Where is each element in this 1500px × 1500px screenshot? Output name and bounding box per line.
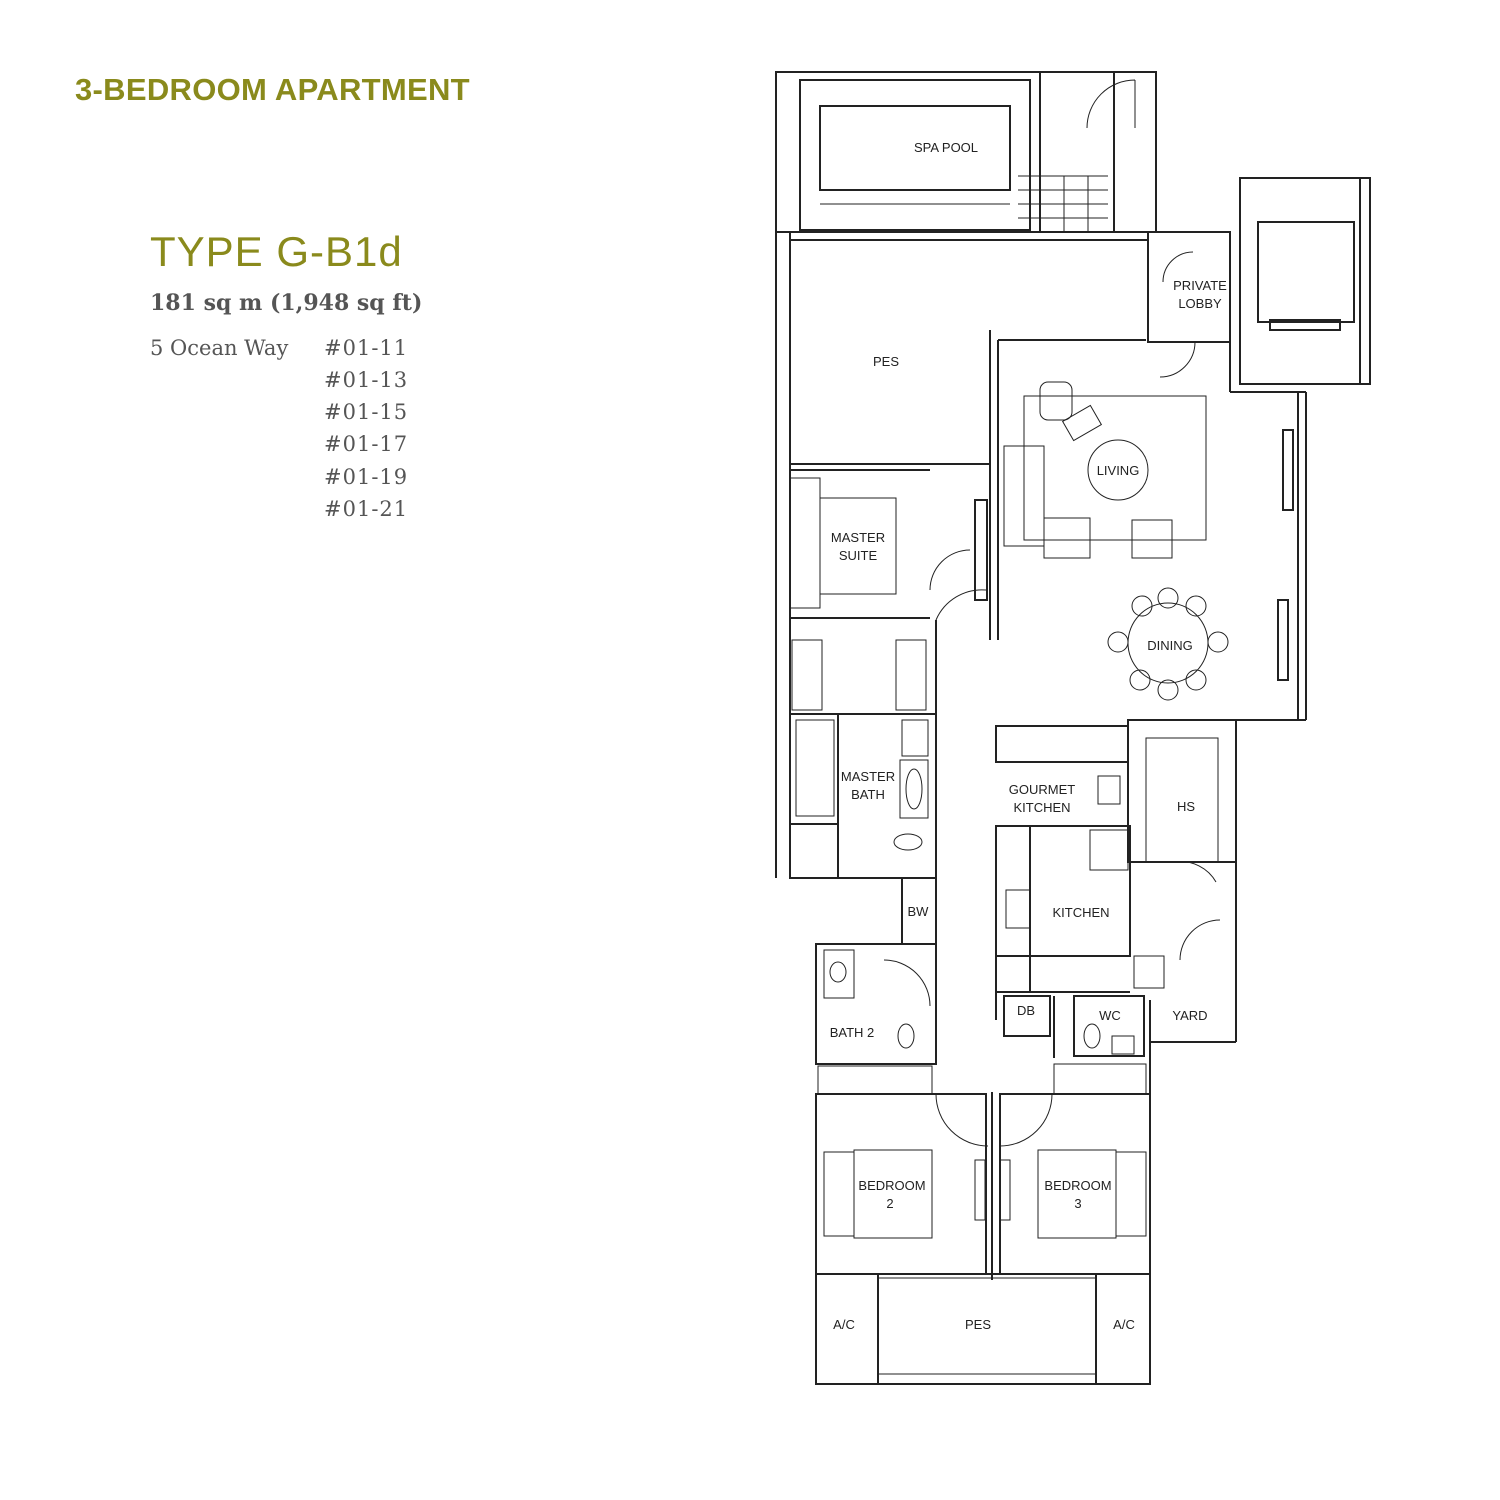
room-label-ac-right: A/C — [1113, 1317, 1135, 1332]
room-label-pes-bottom: PES — [965, 1317, 991, 1332]
room-label-spa-pool: SPA POOL — [914, 140, 978, 155]
room-label-bedroom-2: BEDROOM — [858, 1178, 925, 1193]
room-label-gourmet-kitchen: KITCHEN — [1013, 800, 1070, 815]
room-label-dining: DINING — [1147, 638, 1193, 653]
room-label-db: DB — [1017, 1003, 1035, 1018]
unit-number: #01-17 — [324, 432, 409, 456]
room-label-ac-left: A/C — [833, 1317, 855, 1332]
walls — [775, 71, 1371, 1385]
room-label-master-bath: BATH — [851, 787, 885, 802]
unit-number: #01-19 — [324, 465, 409, 489]
room-label-master-bath: MASTER — [841, 769, 895, 784]
unit-type-title: TYPE G-B1d — [150, 228, 403, 275]
furniture — [1003, 381, 1229, 701]
unit-number: #01-11 — [324, 336, 409, 360]
room-label-bw: BW — [908, 904, 930, 919]
room-label-hs: HS — [1177, 799, 1195, 814]
room-label-private-lobby: PRIVATE — [1173, 278, 1227, 293]
room-label-pes-top: PES — [873, 354, 899, 369]
room-label-bedroom-2: 2 — [886, 1196, 893, 1211]
unit-area: 181 sq m (1,948 sq ft) — [150, 290, 423, 316]
room-label-master-suite: SUITE — [839, 548, 878, 563]
unit-number: #01-15 — [324, 400, 409, 424]
address-label: 5 Ocean Way — [150, 336, 289, 360]
room-label-gourmet-kitchen: GOURMET — [1009, 782, 1076, 797]
room-label-living: LIVING — [1097, 463, 1140, 478]
room-label-bedroom-3: BEDROOM — [1044, 1178, 1111, 1193]
room-label-yard: YARD — [1172, 1008, 1207, 1023]
room-label-master-suite: MASTER — [831, 530, 885, 545]
unit-number: #01-21 — [324, 497, 409, 521]
unit-number: #01-13 — [324, 368, 409, 392]
category-title: 3-BEDROOM APARTMENT — [75, 72, 470, 107]
room-label-private-lobby: LOBBY — [1178, 296, 1222, 311]
room-label-bath-2: BATH 2 — [830, 1025, 875, 1040]
room-label-wc: WC — [1099, 1008, 1121, 1023]
room-label-kitchen: KITCHEN — [1052, 905, 1109, 920]
room-label-bedroom-3: 3 — [1074, 1196, 1081, 1211]
